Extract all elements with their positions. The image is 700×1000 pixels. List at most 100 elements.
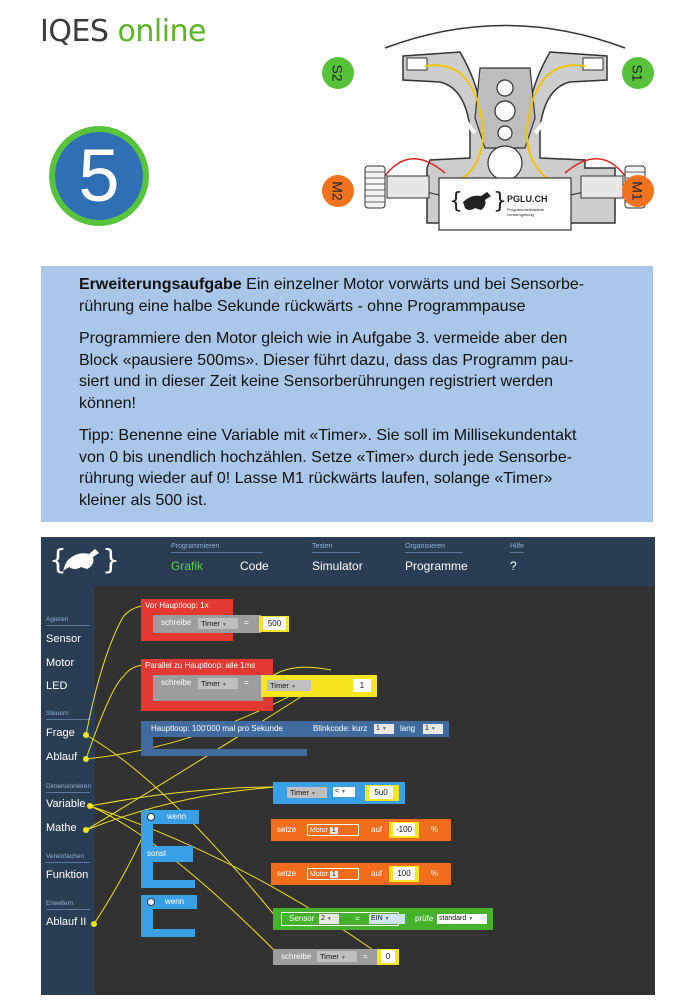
nav-tab-code[interactable]: Code [240,559,269,573]
nav-category-programmieren: Programmieren [171,543,220,550]
block-sensor-check[interactable]: Sensor 2 ▼ = EIN ▼ prüfe standard ▼ [273,908,493,930]
variable-select[interactable]: Timer ▼ [198,618,238,629]
sidebar-category-agieren: Agieren [46,616,69,623]
nav-group-hilfe: Hilfe [510,543,524,556]
variable-select[interactable]: Timer ▼ [267,680,311,691]
logo-text-iqes: IQES [40,14,109,49]
logo-text-online: online [108,14,207,49]
app-horse-logo-icon: { } [49,543,119,576]
sidebar-item-sensor[interactable]: Sensor [46,633,81,645]
variable-select[interactable]: Timer ▼ [317,951,357,962]
sensor-select[interactable]: 2 ▼ [319,914,339,924]
block-number-500[interactable]: 500 [259,616,289,632]
percent-label: % [431,869,439,878]
block-schreibe-timer-500[interactable]: schreibe Timer ▼ = [153,615,261,633]
block-number-0[interactable]: 0 [377,949,399,965]
sidebar-item-mathe[interactable]: Mathe [46,822,77,834]
block-schreibe-label: schreibe [281,952,312,961]
wenn-label: wenn [165,897,185,906]
task-number-badge: 5 [49,126,149,226]
motor-m2-label: M2 [329,181,346,201]
card-sub2: Lernumgebung [507,212,534,217]
block-wenn[interactable]: wenn [141,895,197,909]
block-number-5u0[interactable]: 5u0 [365,785,399,801]
radio-icon [147,813,155,821]
state-select[interactable]: EIN ▼ [369,914,405,924]
block-setze-motor-100[interactable]: setze Motor 1 auf 100 % [271,863,451,885]
nav-tab-help[interactable]: ? [510,559,517,573]
sidebar-category-erweitern: Erweitern [46,900,74,907]
sonst-label: sonst [147,849,167,858]
svg-text:}: } [493,189,507,214]
block-schreibe-timer-0[interactable]: schreibe Timer ▼ = [273,949,381,965]
pglu-app-window: { } Programmieren Grafik Code Testen Sim… [41,537,655,995]
sidebar-item-variable[interactable]: Variable [46,798,86,810]
card-brand: PGLU.CH [507,194,548,204]
variable-select[interactable]: Timer ▼ [287,787,327,798]
sensor-s1-label: S1 [630,64,646,82]
task-title: Erweiterungsaufgabe [79,276,242,293]
nav-tab-grafik[interactable]: Grafik [171,559,204,573]
sidebar-item-led[interactable]: LED [46,680,68,692]
task-paragraph-2: Programmiere den Motor gleich wie in Auf… [79,330,574,412]
number-field[interactable]: 0 [381,950,395,963]
block-schreibe-label: schreibe [161,618,192,627]
block-compare-timer[interactable]: Timer ▼ < ▼ 5u0 [273,782,405,804]
block-hauptloop[interactable]: Hauptloop: 100'000 mal pro Sekunde Blink… [141,721,449,737]
sidebar-item-motor[interactable]: Motor [46,657,75,669]
iqes-logo: IQES online [40,14,207,49]
blinkcode-label: Blinkcode: kurz [313,724,368,733]
blinkcode-lang-select[interactable]: 1 ▼ [423,724,443,734]
sensor-s1-badge: S1 [622,57,654,89]
card-sub1: Programmierbasierte [507,207,545,212]
svg-text:{: { [449,189,463,214]
sidebar-category-steuern: Steuern [46,710,69,717]
setze-label: setze [277,869,297,878]
block-vor-hauptloop-label: Vor Hauptloop: 1x [145,601,209,610]
number-field[interactable]: -100 [393,823,415,836]
task-paragraph-3: Tipp: Benenne eine Variable mit «Timer».… [79,427,577,509]
sidebar-category-vereinfachen: Vereinfachen [46,853,84,860]
nav-tab-programme[interactable]: Programme [405,559,468,573]
number-field[interactable]: 5u0 [369,786,393,799]
motor-m2-badge: M2 [322,175,354,207]
sidebar-item-ablauf-ii[interactable]: Ablauf II [46,916,87,928]
nav-group-programmieren: Programmieren [171,543,263,556]
operator-select[interactable]: < ▼ [333,787,355,797]
block-parallel-label: Parallel zu Hauptloop: alle 1ms [145,661,256,670]
nav-category-organisieren: Organisieren [405,543,446,550]
sidebar-item-frage[interactable]: Frage [46,727,75,739]
nav-tab-simulator[interactable]: Simulator [312,559,363,573]
block-number-neg100[interactable]: -100 [389,822,419,838]
sensor-label: Sensor [289,914,315,923]
nav-group-organisieren: Organisieren [405,543,463,556]
variable-select[interactable]: Timer ▼ [198,678,238,689]
task-intro: Erweiterungsaufgabe Ein einzelner Motor … [79,276,585,315]
block-wenn-sonst[interactable]: wenn [141,810,199,824]
number-field[interactable]: 500 [263,617,286,630]
sidebar-item-ablauf[interactable]: Ablauf [46,751,78,763]
block-timer-plus-1[interactable]: Timer ▼ + 1 [261,675,377,697]
nav-category-testen: Testen [312,543,333,550]
block-schreibe-label: schreibe [161,678,192,687]
svg-text:{: { [49,543,67,576]
radio-icon [147,898,155,906]
sidebar-item-funktion[interactable]: Funktion [46,869,89,881]
number-field[interactable]: 100 [393,867,415,880]
number-field[interactable]: 1 [353,679,371,692]
block-setze-motor-neg100[interactable]: setze Motor 1 auf -100 % [271,819,451,841]
lang-label: lang [400,724,416,733]
block-number-100[interactable]: 100 [389,866,419,882]
task-description: Erweiterungsaufgabe Ein einzelner Motor … [41,266,653,522]
motor-select[interactable]: Motor 1 [307,868,359,880]
setze-label: setze [277,825,297,834]
block-schreibe-timer-increment[interactable]: schreibe Timer ▼ = [153,675,263,701]
pruefe-label: prüfe [415,914,434,923]
blinkcode-kurz-select[interactable]: 1 ▼ [374,724,394,734]
equals-label: = [355,914,360,923]
svg-text:}: } [102,543,119,576]
wenn-label: wenn [167,812,187,821]
motor-select[interactable]: Motor 1 [307,824,359,836]
check-mode-select[interactable]: standard ▼ [437,914,487,924]
auf-label: auf [371,825,383,834]
